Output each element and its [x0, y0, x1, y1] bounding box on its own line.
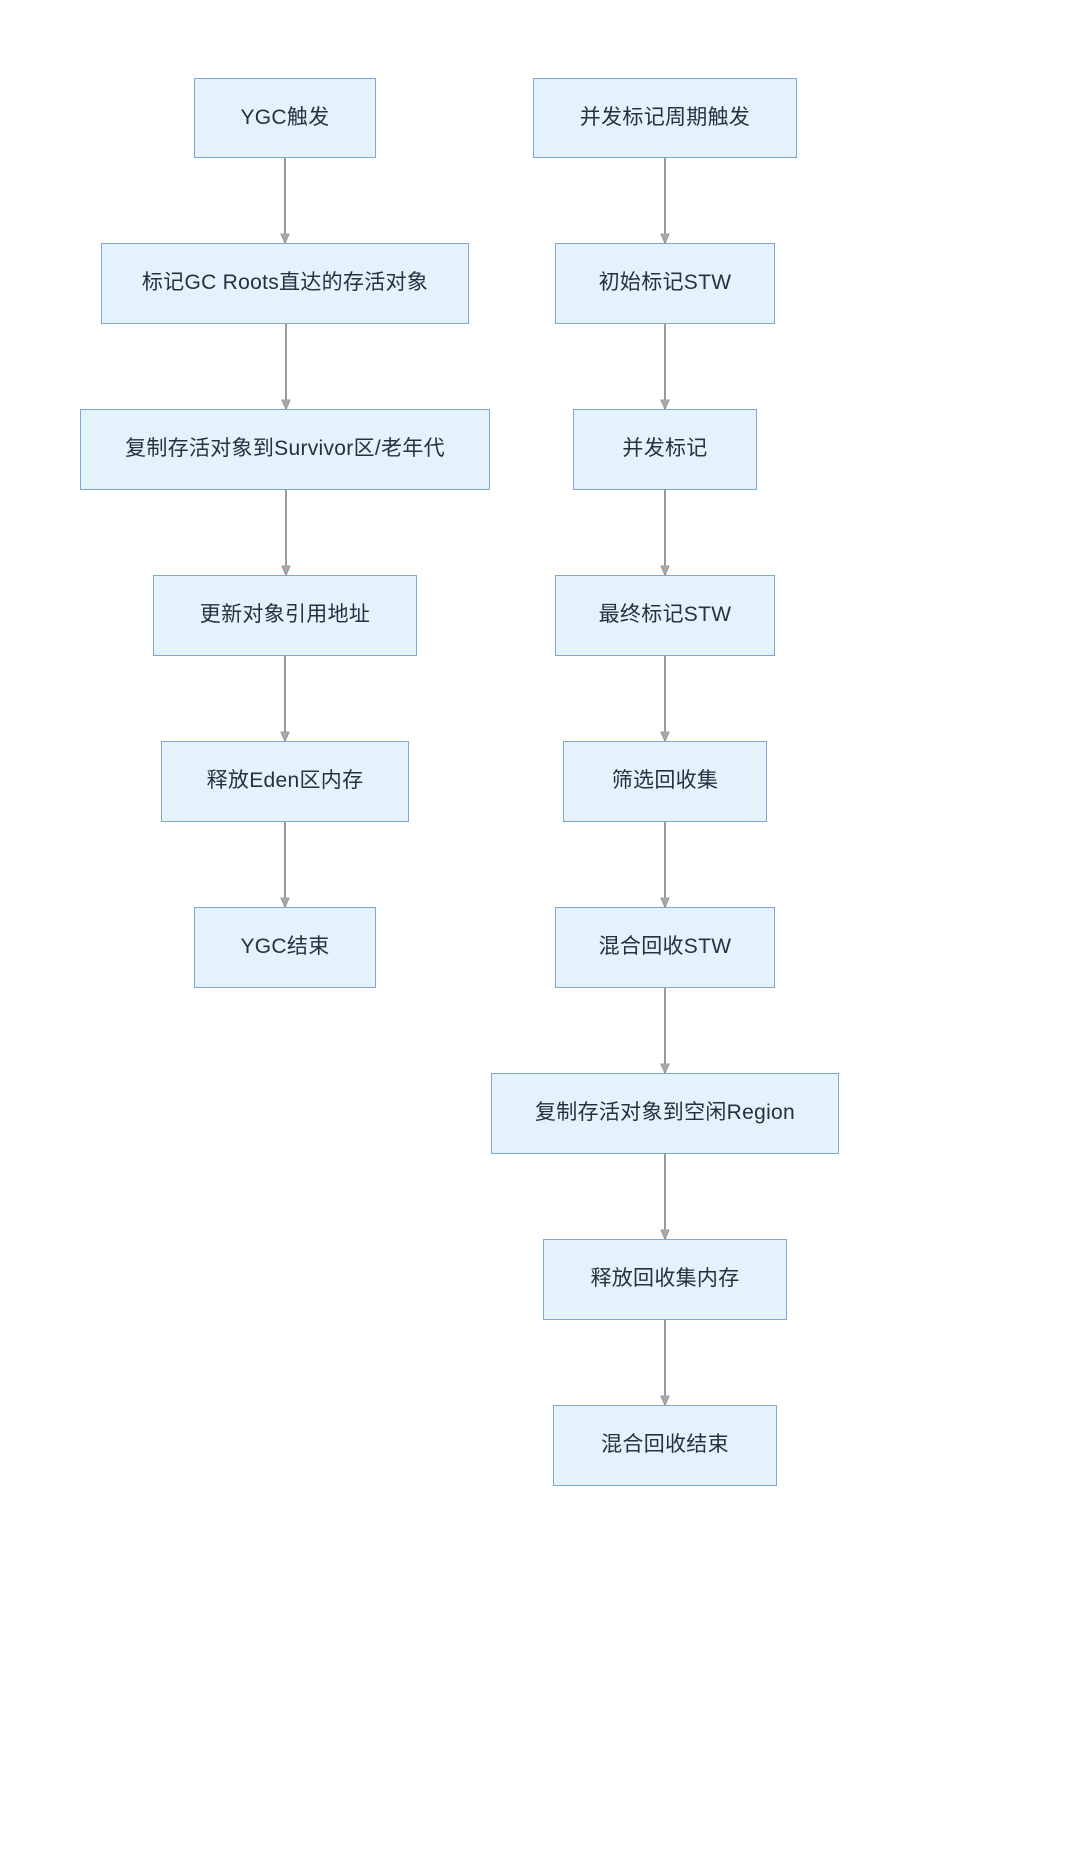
node-final-mark-stw-label: 最终标记STW: [598, 603, 732, 627]
node-final-mark-stw[interactable]: 最终标记STW: [555, 575, 775, 656]
node-copy-to-free-region[interactable]: 复制存活对象到空闲Region: [491, 1073, 839, 1154]
node-copy-to-survivor-label: 复制存活对象到Survivor区/老年代: [125, 437, 445, 461]
node-ygc-end-label: YGC结束: [240, 935, 330, 959]
node-free-collection-set-label: 释放回收集内存: [590, 1267, 740, 1291]
node-concurrent-cycle-trigger-label: 并发标记周期触发: [579, 105, 751, 129]
node-ygc-end[interactable]: YGC结束: [194, 907, 376, 988]
node-initial-mark-stw[interactable]: 初始标记STW: [555, 243, 775, 324]
node-concurrent-mark-label: 并发标记: [622, 437, 708, 461]
node-free-eden[interactable]: 释放Eden区内存: [161, 741, 409, 822]
node-select-collection-set-label: 筛选回收集: [611, 769, 719, 793]
node-ygc-trigger[interactable]: YGC触发: [194, 78, 376, 158]
node-concurrent-cycle-trigger[interactable]: 并发标记周期触发: [533, 78, 797, 158]
node-mixed-collect-stw[interactable]: 混合回收STW: [555, 907, 775, 988]
node-free-eden-label: 释放Eden区内存: [206, 769, 364, 793]
node-mixed-collect-end[interactable]: 混合回收结束: [553, 1405, 777, 1486]
node-initial-mark-stw-label: 初始标记STW: [598, 271, 732, 295]
node-mark-gc-roots-label: 标记GC Roots直达的存活对象: [141, 271, 429, 295]
node-copy-to-survivor[interactable]: 复制存活对象到Survivor区/老年代: [80, 409, 490, 490]
node-mark-gc-roots[interactable]: 标记GC Roots直达的存活对象: [101, 243, 469, 324]
node-select-collection-set[interactable]: 筛选回收集: [563, 741, 767, 822]
node-concurrent-mark[interactable]: 并发标记: [573, 409, 757, 490]
node-mixed-collect-end-label: 混合回收结束: [601, 1433, 729, 1457]
node-copy-to-free-region-label: 复制存活对象到空闲Region: [534, 1101, 796, 1125]
node-update-references[interactable]: 更新对象引用地址: [153, 575, 417, 656]
node-mixed-collect-stw-label: 混合回收STW: [598, 935, 732, 959]
node-free-collection-set[interactable]: 释放回收集内存: [543, 1239, 787, 1320]
node-update-references-label: 更新对象引用地址: [199, 603, 371, 627]
node-ygc-trigger-label: YGC触发: [240, 105, 330, 129]
